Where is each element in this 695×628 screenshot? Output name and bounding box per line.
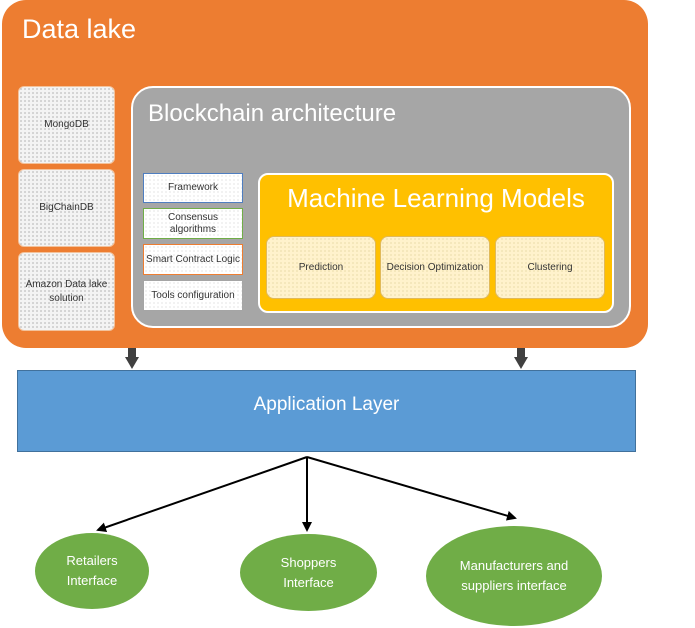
blockchain-item-tools: Tools configuration — [143, 280, 243, 311]
ml-item-clustering: Clustering — [495, 236, 605, 299]
blockchain-item-smart-contract: Smart Contract Logic — [143, 244, 243, 275]
arrow-to-retailers — [96, 456, 308, 533]
retailers-interface: Retailers Interface — [35, 533, 149, 609]
store-bigchaindb: BigChainDB — [18, 169, 115, 247]
application-layer-box — [17, 370, 636, 452]
manufacturers-interface-label: Manufacturers and suppliers interface — [459, 558, 569, 593]
blockchain-item-framework: Framework — [143, 173, 243, 203]
application-layer-label: Application Layer — [253, 394, 400, 415]
down-arrow-left — [125, 348, 139, 369]
ml-models-title: Machine Learning Models — [287, 183, 585, 213]
arrow-to-manufacturers — [306, 456, 517, 521]
retailers-interface-label: Retailers Interface — [66, 553, 118, 588]
manufacturers-interface: Manufacturers and suppliers interface — [426, 526, 602, 626]
down-arrow-right — [514, 348, 528, 369]
data-lake-title: Data lake — [22, 14, 137, 44]
ml-item-decision-optimization: Decision Optimization — [380, 236, 490, 299]
blockchain-item-consensus: Consensus algorithms — [143, 208, 243, 239]
shoppers-interface-label: Shoppers Interface — [280, 554, 337, 590]
shoppers-interface: Shoppers Interface — [240, 534, 377, 611]
blockchain-title: Blockchain architecture — [148, 100, 397, 127]
ml-item-prediction: Prediction — [266, 236, 376, 299]
store-mongodb: MongoDB — [18, 86, 115, 164]
store-amazon-data-lake: Amazon Data lake solution — [18, 252, 115, 331]
